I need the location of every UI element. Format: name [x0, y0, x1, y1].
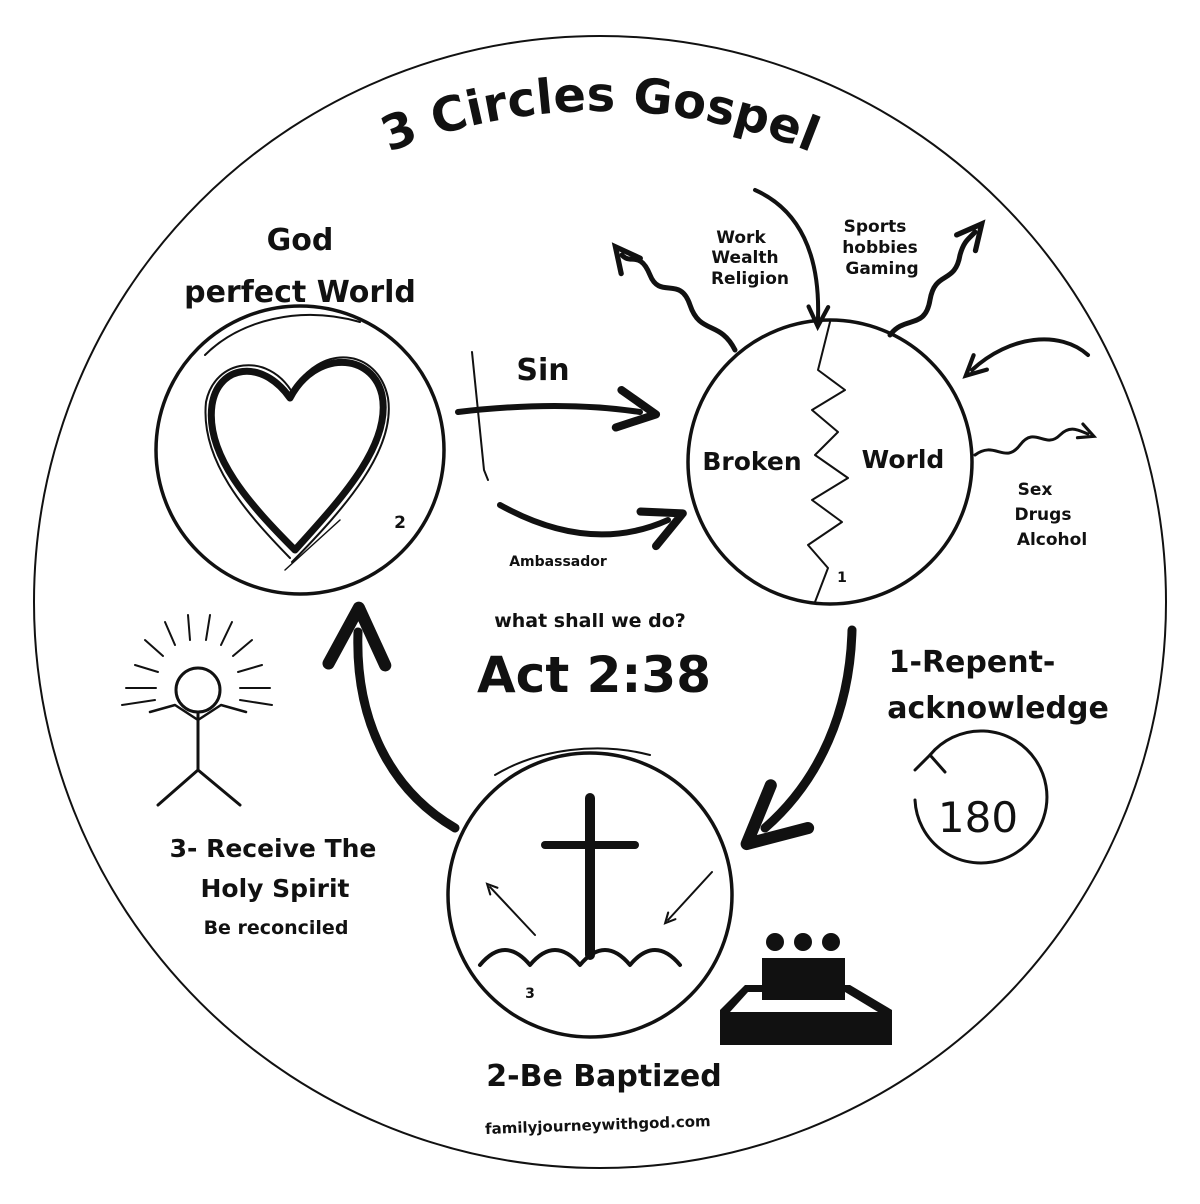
- god-label: God: [267, 223, 334, 258]
- alcohol-label: Alcohol: [1017, 530, 1087, 550]
- gaming-label: Gaming: [845, 259, 918, 279]
- sex-label: Sex: [1018, 480, 1053, 500]
- perfect-world-label: perfect World: [184, 275, 416, 310]
- baptism-number: 3: [525, 986, 535, 1002]
- step1-group: 1-Repent- acknowledge 180: [887, 645, 1109, 865]
- baptized-label: 2-Be Baptized: [486, 1059, 721, 1094]
- cycle-arrow-right: [740, 625, 857, 851]
- ambassador-arrow: [497, 502, 687, 551]
- god-circle: [154, 304, 446, 596]
- crack-line: [807, 321, 849, 603]
- drugs-label: Drugs: [1015, 505, 1072, 525]
- outer-circle: [33, 35, 1167, 1169]
- receive-label: 3- Receive The: [170, 834, 377, 863]
- sin-label: Sin: [516, 353, 569, 388]
- cycle-arrow-left: [322, 601, 460, 833]
- heart-icon: [204, 356, 390, 571]
- holy-spirit-figure-icon: [121, 614, 273, 807]
- god-circle-number: 2: [394, 513, 406, 533]
- ambassador-label: Ambassador: [509, 554, 607, 570]
- curved-arrow-side: [962, 337, 1090, 379]
- distractions-group: Work Wealth Religion Sports hobbies Gami…: [611, 188, 1098, 550]
- broken-label: Broken: [702, 447, 801, 476]
- wavy-arrow-left: [611, 242, 738, 353]
- turn-around-icon: 180: [913, 729, 1049, 865]
- baptism-group: 3 2-Be Baptized: [446, 747, 892, 1094]
- verse-text: Act 2:38: [477, 646, 711, 704]
- wavy-arrow-right: [887, 219, 986, 338]
- curved-arrow-top: [753, 188, 831, 332]
- work-label: Work: [716, 228, 766, 248]
- wealth-label: Wealth: [711, 248, 778, 268]
- religion-label: Religion: [711, 269, 789, 289]
- baptism-arrow-left: [485, 882, 536, 936]
- world-label: World: [862, 445, 945, 474]
- hobbies-label: hobbies: [842, 238, 918, 258]
- acknowledge-label: acknowledge: [887, 691, 1109, 726]
- step3-group: 3- Receive The Holy Spirit Be reconciled: [121, 614, 377, 939]
- baptism-pool-icon: [720, 933, 892, 1045]
- repent-label: 1-Repent-: [889, 645, 1056, 680]
- cross-icon: [541, 793, 639, 960]
- holy-spirit-label: Holy Spirit: [201, 874, 350, 903]
- broken-world-number: 1: [837, 570, 847, 586]
- question-text: what shall we do?: [494, 610, 686, 632]
- turn-180-text: 180: [938, 793, 1018, 842]
- sports-label: Sports: [844, 217, 907, 237]
- water-waves: [478, 948, 682, 967]
- sin-arrow: [455, 386, 661, 432]
- wavy-arrow-lower: [973, 422, 1098, 457]
- baptism-arrow-right: [663, 871, 713, 925]
- reconciled-label: Be reconciled: [204, 917, 349, 939]
- god-circle-group: God perfect World 2: [154, 223, 446, 596]
- baptism-circle: [446, 751, 734, 1039]
- sin-arrow-group: Sin Ambassador: [455, 351, 687, 570]
